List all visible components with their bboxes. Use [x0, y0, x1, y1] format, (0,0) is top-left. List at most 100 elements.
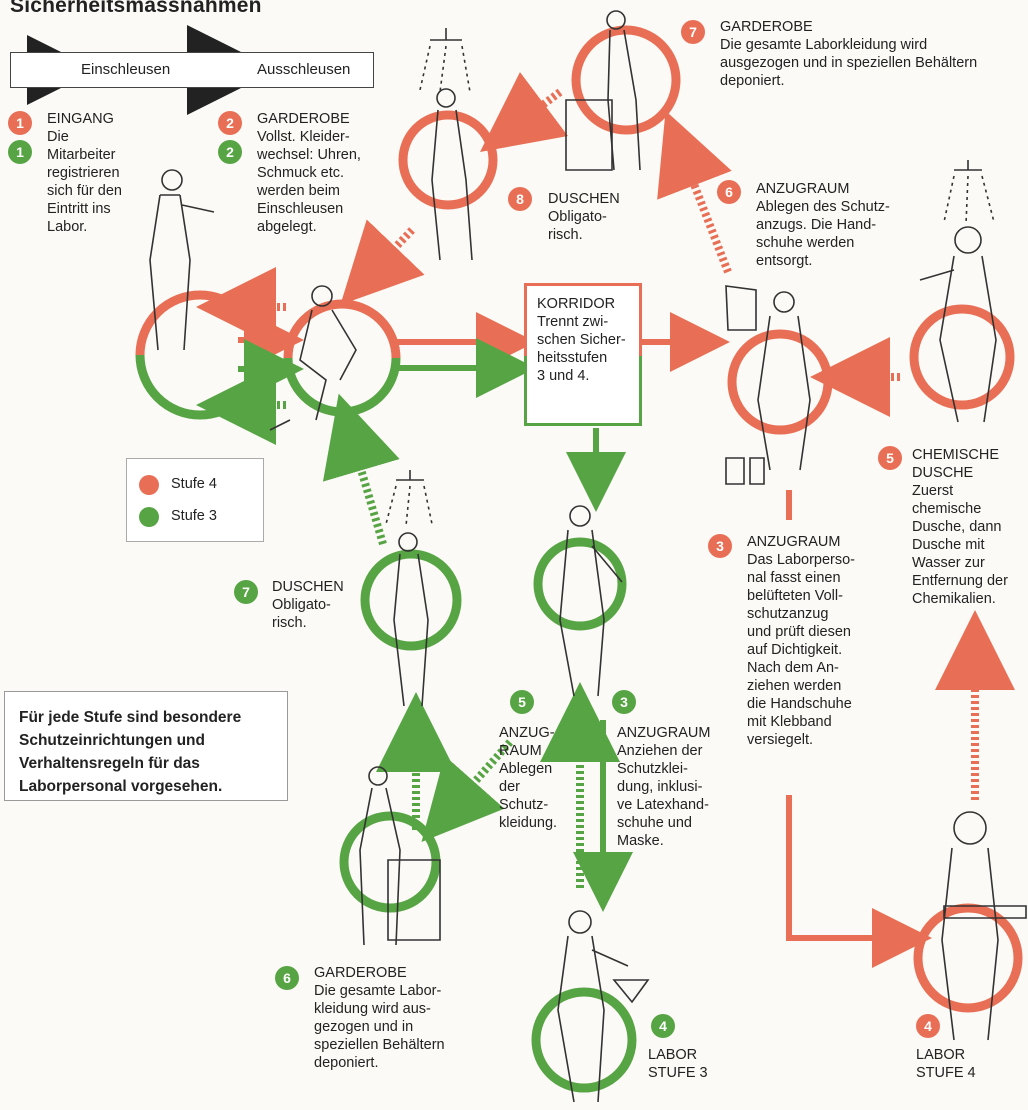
step-line: Anziehen der [617, 743, 703, 759]
step-number-badge: 5 [878, 446, 902, 470]
figure-person-labor4 [941, 811, 1027, 1041]
stufe4-label: Stufe 4 [171, 476, 217, 492]
ring-garderobe-out3 [339, 811, 441, 913]
step-line: risch. [548, 227, 583, 243]
step-line: Schmuck etc. [257, 165, 345, 181]
step-line: Nach dem An- [747, 660, 839, 676]
step-garderobe-out4-label: GARDEROBE Die gesamte Laborkleidung wird… [720, 18, 977, 90]
korridor-text: KORRIDOR Trennt zwi- schen Sicher- heits… [537, 295, 626, 385]
step-heading: EINGANG [47, 111, 114, 127]
step-heading: ANZUGRAUM [617, 725, 711, 741]
step-line: Entfernung der [912, 573, 1008, 589]
figure-person-garderobe4 [565, 10, 641, 171]
ring-anzugraum6 [727, 329, 833, 435]
step-line: anzugs. Die Hand- [756, 217, 877, 233]
flow-legend: Einschleusen Ausschleusen [10, 52, 374, 88]
ring-eingang [135, 290, 265, 420]
page-title: Sicherheitsmassnahmen [10, 0, 262, 17]
ring-duschen3 [360, 549, 462, 651]
step-anzugraum-ablegen4-label: ANZUGRAUM Ablegen des Schutz- anzugs. Di… [756, 180, 890, 270]
arrows-red-dotted [196, 72, 1015, 800]
step-line: Obligato- [272, 597, 331, 613]
step-duschen4-label: DUSCHEN Obligato- risch. [548, 190, 620, 244]
step-number-badge: 4 [916, 1014, 940, 1038]
step-line: kleidung wird aus- [314, 1001, 431, 1017]
legend-enter-label: Einschleusen [81, 61, 171, 78]
step-line: Chemikalien. [912, 591, 996, 607]
step-line: Dusche mit [912, 537, 985, 553]
step-line: nal fasst einen [747, 570, 841, 586]
figure-person-garderobe3 [359, 766, 441, 946]
ring-garderobe-out4 [571, 25, 681, 135]
step-number-badge: 2 [218, 140, 242, 164]
step-chemische-dusche-label: CHEMISCHE DUSCHE Zuerst chemische Dusche… [912, 446, 1008, 608]
step-number-badge: 3 [708, 534, 732, 558]
step-line: die Handschuhe [747, 696, 852, 712]
step-line: Das Laborperso- [747, 552, 855, 568]
step-line: ausgezogen und in speziellen Behältern [720, 55, 978, 71]
step-line: deponiert. [314, 1055, 379, 1071]
stufe-legend: Stufe 4 Stufe 3 [126, 458, 264, 542]
step-heading: DUSCHEN [548, 191, 620, 207]
figure-person-sitting [269, 285, 357, 431]
note-line: Laborpersonal vorgesehen. [19, 778, 223, 795]
step-line: STUFE 3 [648, 1065, 708, 1081]
note-line: Für jede Stufe sind besondere [19, 709, 242, 726]
stufe3-swatch [139, 507, 159, 527]
step-eingang-label: EINGANG Die Mitarbeiter registrieren sic… [47, 110, 122, 236]
step-line: versiegelt. [747, 732, 814, 748]
stufe3-label: Stufe 3 [171, 508, 217, 524]
step-number-badge: 8 [508, 187, 532, 211]
step-line: Ablegen [499, 761, 553, 777]
step-line: ziehen werden [747, 678, 842, 694]
step-line: gezogen und in [314, 1019, 414, 1035]
step-number-badge: 7 [681, 20, 705, 44]
figure-person-eingang [149, 169, 215, 351]
ring-labor4 [913, 903, 1023, 1013]
step-line: Vollst. Kleider- [257, 129, 350, 145]
step-line: Schutzklei- [617, 761, 688, 777]
step-anzugraum-ablegen3-label: ANZUG- RAUM Ablegen der Schutz- kleidung… [499, 724, 557, 832]
step-number-badge: 1 [8, 140, 32, 164]
step-line: Mitarbeiter [47, 147, 116, 163]
step-number-badge: 6 [275, 966, 299, 990]
step-line: abgelegt. [257, 219, 317, 235]
step-line: schuhe werden [756, 235, 855, 251]
step-number-badge: 1 [8, 111, 32, 135]
step-line: Labor. [47, 219, 88, 235]
step-line: schutzanzug [747, 606, 829, 622]
step-heading: ANZUGRAUM [747, 534, 841, 550]
step-line: werden beim [257, 183, 341, 199]
ring-chem-dusche [909, 304, 1015, 410]
step-line: schuhe und [617, 815, 692, 831]
figure-person-anzug3 [559, 505, 623, 697]
step-line: DUSCHE [912, 465, 974, 481]
step-line: Zuerst [912, 483, 954, 499]
step-line: RAUM [499, 743, 542, 759]
korridor-box: KORRIDOR Trennt zwi- schen Sicher- heits… [524, 283, 642, 426]
step-line: Schutz- [499, 797, 549, 813]
step-line: Einschleusen [257, 201, 344, 217]
step-heading: ANZUGRAUM [756, 181, 850, 197]
legend-exit-label: Ausschleusen [257, 61, 351, 78]
step-line: mit Klebband [747, 714, 832, 730]
step-line: registrieren [47, 165, 120, 181]
step-line: Trennt zwi- [537, 314, 609, 330]
step-line: STUFE 4 [916, 1065, 976, 1081]
figure-person-shower3 [385, 470, 433, 707]
step-line: deponiert. [720, 73, 785, 89]
step-line: ANZUG- [499, 725, 555, 741]
step-line: heitsstufen [537, 350, 608, 366]
step-line: risch. [272, 615, 307, 631]
step-number-badge: 4 [651, 1014, 675, 1038]
step-line: Maske. [617, 833, 664, 849]
step-line: LABOR [916, 1047, 966, 1063]
step-number-badge: 6 [717, 180, 741, 204]
step-line: Die [47, 129, 69, 145]
step-line: Die gesamte Labor- [314, 983, 442, 999]
step-line: Wasser zur [912, 555, 985, 571]
step-heading: GARDEROBE [720, 19, 813, 35]
step-line: auf Dichtigkeit. [747, 642, 843, 658]
note-line: Schutzeinrichtungen und [19, 732, 205, 749]
